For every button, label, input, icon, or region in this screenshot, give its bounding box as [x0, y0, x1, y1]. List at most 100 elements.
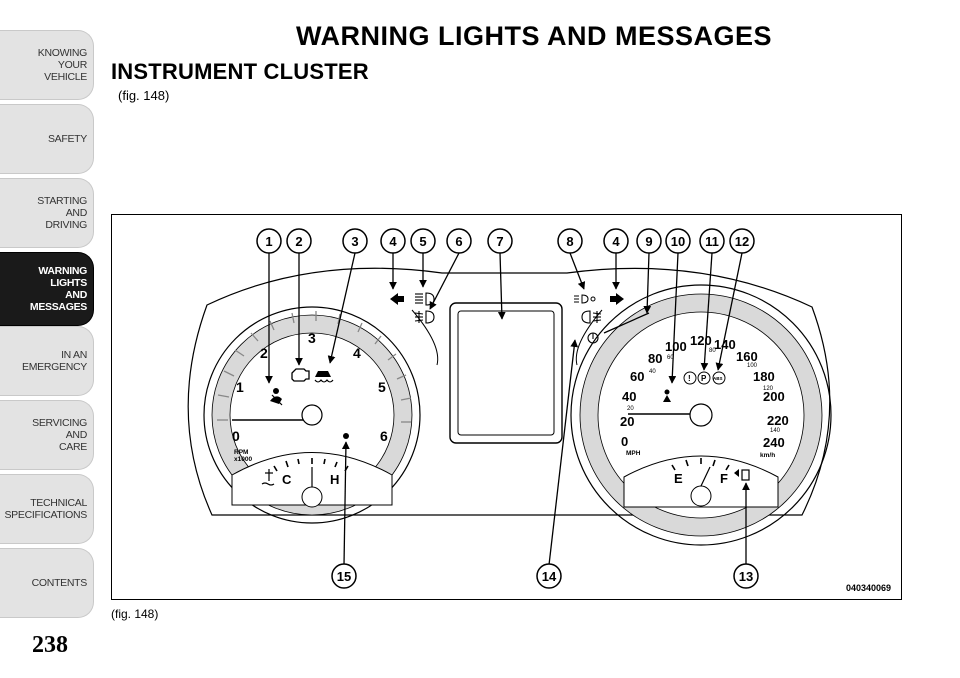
callout-circle: 14 [536, 563, 562, 589]
speed-number: 100 [665, 339, 687, 354]
callout-circle: 4 [603, 228, 629, 254]
sidebar-tab-label: KNOWING [37, 47, 88, 59]
sidebar-tab-label: DRIVING [45, 219, 87, 231]
callout-number: 6 [455, 234, 462, 249]
sidebar-tab-label: LIGHTS [50, 277, 87, 289]
speed-unit-mph: MPH [626, 450, 641, 457]
cluster-housing [187, 267, 831, 516]
callout-circle: 11 [699, 228, 725, 254]
page-number: 238 [32, 632, 68, 658]
callout-circle: 4 [380, 228, 406, 254]
svg-text:P: P [701, 374, 707, 383]
tach-number: 4 [353, 345, 361, 361]
tach-number: 5 [378, 379, 386, 395]
instrument-cluster-figure: 0 1 2 3 4 5 6 RPM x1000 C H [111, 214, 902, 600]
temp-gauge-hub [301, 486, 323, 508]
sidebar-tab-label: AND [65, 429, 88, 441]
parking-brake-icon: P [697, 371, 711, 385]
fuel-empty-label: E [674, 471, 683, 486]
sidebar-tab-label: EMERGENCY [22, 361, 87, 373]
figure-code: 040340069 [845, 583, 891, 593]
tach-number: 1 [236, 379, 244, 395]
fuel-gauge-hub [690, 485, 712, 507]
check-engine-icon [291, 368, 310, 382]
callouts-bottom: 15 14 13 [331, 563, 759, 589]
sidebar-tab-label: YOUR [57, 59, 87, 71]
sidebar-tab-label: SPECIFICATIONS [4, 509, 87, 521]
callout-circle: 8 [557, 228, 583, 254]
abs-warning-icon: ABS [712, 371, 726, 385]
temp-hot-label: H [330, 472, 339, 487]
sidebar-tab[interactable]: CONTENTS [0, 548, 94, 618]
tachometer [203, 306, 421, 524]
speed-number: 20 [620, 414, 634, 429]
tach-unit-label: RPM [234, 449, 248, 456]
sidebar-tab-label: CONTENTS [31, 577, 88, 589]
callout-circle: 13 [733, 563, 759, 589]
sidebar-tab-label: CARE [59, 441, 87, 453]
airbag-warning-icon [663, 389, 671, 402]
callout-circle: 7 [487, 228, 513, 254]
callout-number: 12 [735, 234, 749, 249]
center-display [457, 310, 555, 436]
callout-number: 5 [419, 234, 426, 249]
tach-unit-label: x1000 [234, 456, 252, 463]
callout-number: 13 [739, 569, 753, 584]
tach-number: 6 [380, 428, 388, 444]
svg-text:ABS: ABS [713, 376, 723, 381]
center-display-outer [449, 302, 563, 444]
callout-circle: 12 [729, 228, 755, 254]
section-title: WARNING LIGHTS AND MESSAGES [295, 21, 773, 51]
callout-circle: 10 [665, 228, 691, 254]
speed-kmh-number: 140 [770, 428, 781, 434]
figure-reference: (fig. 148) [118, 88, 170, 103]
speed-kmh-number: 80 [709, 348, 716, 354]
sidebar-tab-label: SAFETY [47, 133, 87, 145]
speed-number: 200 [763, 389, 785, 404]
callout-circle: 5 [410, 228, 436, 254]
seatbelt-warning-icon [270, 388, 283, 406]
speed-number: 180 [753, 369, 775, 384]
front-fog-light-icon [414, 310, 435, 324]
speed-number: 80 [648, 351, 662, 366]
parking-lights-icon [574, 294, 596, 304]
sidebar-tab[interactable]: SAFETY [0, 104, 94, 174]
sidebar-tab-label: MESSAGES [29, 301, 87, 313]
fuel-full-label: F [720, 471, 728, 486]
coolant-temperature-icon [261, 469, 275, 486]
temp-cold-label: C [282, 472, 292, 487]
speed-number: 240 [763, 435, 785, 450]
callout-number: 9 [645, 234, 652, 249]
sidebar-tab-label: AND [65, 207, 88, 219]
sidebar-tab-label: TECHNICAL [30, 497, 87, 509]
speed-number: 140 [714, 337, 736, 352]
sub-title: INSTRUMENT CLUSTER [111, 59, 369, 84]
callout-number: 15 [337, 569, 351, 584]
high-beam-icon [415, 292, 435, 306]
speed-unit-kmh: km/h [760, 452, 775, 459]
security-indicator [343, 433, 349, 439]
speed-kmh-number: 120 [763, 386, 774, 392]
callout-number: 3 [351, 234, 358, 249]
right-turn-signal-icon [610, 293, 624, 305]
brake-system-icon: ! [683, 371, 697, 385]
speed-number: 60 [630, 369, 644, 384]
callout-circle: 3 [342, 228, 368, 254]
speed-kmh-numbers: 20 40 60 80 100 120 140 [627, 348, 781, 434]
speed-kmh-number: 40 [649, 369, 656, 375]
callout-number: 8 [566, 234, 573, 249]
sidebar-tab-label: STARTING [37, 195, 87, 207]
callout-number: 1 [265, 234, 272, 249]
callout-leaders [265, 252, 750, 566]
callout-circle: 15 [331, 563, 357, 589]
callout-circle: 2 [286, 228, 312, 254]
instrument-cluster-illustration: 0 1 2 3 4 5 6 RPM x1000 C H [187, 228, 832, 589]
sidebar-tab-label: IN AN [61, 349, 87, 361]
tach-number: 3 [308, 330, 316, 346]
